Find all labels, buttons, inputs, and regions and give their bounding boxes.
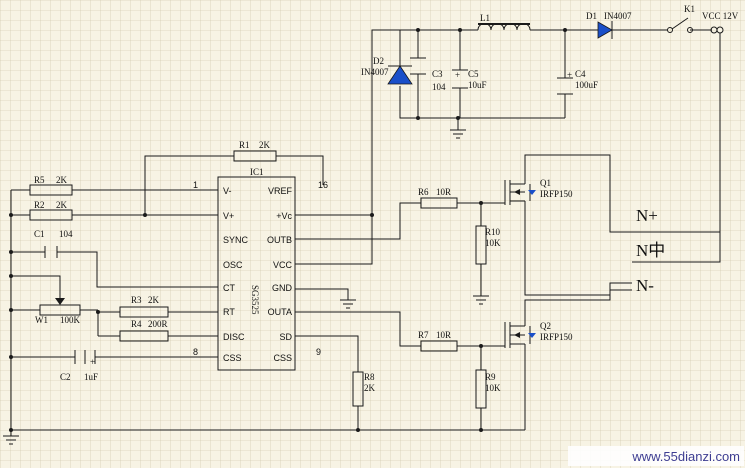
- supply-label: VCC 12V: [702, 11, 739, 21]
- r8-value: 2K: [364, 383, 376, 393]
- ic-pin-css-right: CSS: [273, 353, 292, 363]
- ic-pin-rt: RT: [223, 307, 235, 317]
- w1-potentiometer: [39, 298, 81, 316]
- r9-value: 10K: [485, 383, 501, 393]
- w1-ref: W1: [35, 315, 48, 325]
- l1-ref: L1: [480, 13, 490, 23]
- q2-value: IRFP150: [540, 332, 573, 342]
- ic-sg3525: IC1 SG3525: [217, 167, 296, 371]
- c1-ref: C1: [34, 229, 45, 239]
- r8-ref: R8: [364, 372, 375, 382]
- svg-text:+: +: [567, 70, 572, 80]
- d1-value: IN4007: [604, 11, 632, 21]
- ic-pin-v-minus: V-: [223, 186, 232, 196]
- diodes: [387, 21, 613, 85]
- q1-mosfet: [504, 180, 536, 205]
- r7-ref: R7: [418, 330, 429, 340]
- output-n-plus: N+: [636, 206, 658, 225]
- q2-ref: Q2: [540, 321, 551, 331]
- r2-ref: R2: [34, 200, 45, 210]
- output-n-center: N中: [636, 241, 665, 260]
- ic-pin-disc: DISC: [223, 332, 245, 342]
- ic-pin-osc: OSC: [223, 260, 243, 270]
- r10-value: 10K: [485, 238, 501, 248]
- c1-value: 104: [59, 229, 73, 239]
- junctions: [9, 28, 567, 432]
- pin-number-9: 9: [316, 347, 321, 357]
- ic-pin-outb: OUTB: [267, 235, 292, 245]
- watermark: www.55dianzi.com: [568, 446, 744, 466]
- r6-value: 10R: [436, 187, 451, 197]
- r3-value: 2K: [148, 295, 160, 305]
- ic-pin-outa: OUTA: [268, 307, 292, 317]
- l1-inductor: [477, 23, 531, 31]
- w1-value: 100K: [60, 315, 81, 325]
- d1-ref: D1: [586, 11, 597, 21]
- ic-pin-css-left: CSS: [223, 353, 242, 363]
- r3-ref: R3: [131, 295, 142, 305]
- pin-number-8: 8: [193, 347, 198, 357]
- capacitors: [44, 57, 573, 364]
- q2-mosfet: [504, 322, 536, 348]
- k1-switch: [667, 17, 718, 34]
- r2-value: 2K: [56, 200, 68, 210]
- c4-ref: C4: [575, 69, 586, 79]
- labels: V- V+ SYNC OSC CT RT DISC CSS VREF +Vc O…: [34, 4, 739, 393]
- ic-pin-sync: SYNC: [223, 235, 249, 245]
- ic-pin-gnd: GND: [272, 283, 293, 293]
- c2-value: 1uF: [84, 372, 98, 382]
- q1-value: IRFP150: [540, 189, 573, 199]
- output-n-minus: N-: [636, 276, 654, 295]
- ic-pin-sd: SD: [279, 332, 292, 342]
- r1-ref: R1: [239, 140, 250, 150]
- ic-pin-vref: VREF: [268, 186, 293, 196]
- ground-symbols: [3, 129, 489, 445]
- wires: [10, 29, 721, 436]
- output-terminals: [716, 26, 724, 34]
- capacitor-polarity-marks: + + +: [90, 70, 572, 367]
- r4-ref: R4: [131, 319, 142, 329]
- r10-ref: R10: [485, 227, 501, 237]
- c3-ref: C3: [432, 69, 443, 79]
- c5-ref: C5: [468, 69, 479, 79]
- c3-value: 104: [432, 82, 446, 92]
- d2-ref: D2: [373, 56, 384, 66]
- r5-value: 2K: [56, 175, 68, 185]
- d2-value: IN4007: [361, 67, 389, 77]
- ic-pin-ct: CT: [223, 283, 235, 293]
- r7-value: 10R: [436, 330, 451, 340]
- svg-text:+: +: [455, 70, 460, 80]
- r5-ref: R5: [34, 175, 45, 185]
- q1-ref: Q1: [540, 178, 551, 188]
- pin-number-16: 16: [318, 180, 328, 190]
- c2-ref: C2: [60, 372, 71, 382]
- svg-text:SG3525: SG3525: [250, 285, 260, 315]
- ic-pin-vc: +Vc: [276, 211, 292, 221]
- pin-number-1: 1: [193, 180, 198, 190]
- ic-pin-vcc: VCC: [273, 260, 293, 270]
- c4-value: 100uF: [575, 80, 598, 90]
- resistors: [29, 150, 487, 409]
- c5-value: 10uF: [468, 80, 487, 90]
- r6-ref: R6: [418, 187, 429, 197]
- ic-pin-v-plus: V+: [223, 211, 234, 221]
- svg-text:+: +: [90, 357, 95, 367]
- r4-value: 200R: [148, 319, 168, 329]
- r1-value: 2K: [259, 140, 271, 150]
- svg-text:IC1: IC1: [250, 167, 264, 177]
- r9-ref: R9: [485, 372, 496, 382]
- k1-ref: K1: [684, 4, 695, 14]
